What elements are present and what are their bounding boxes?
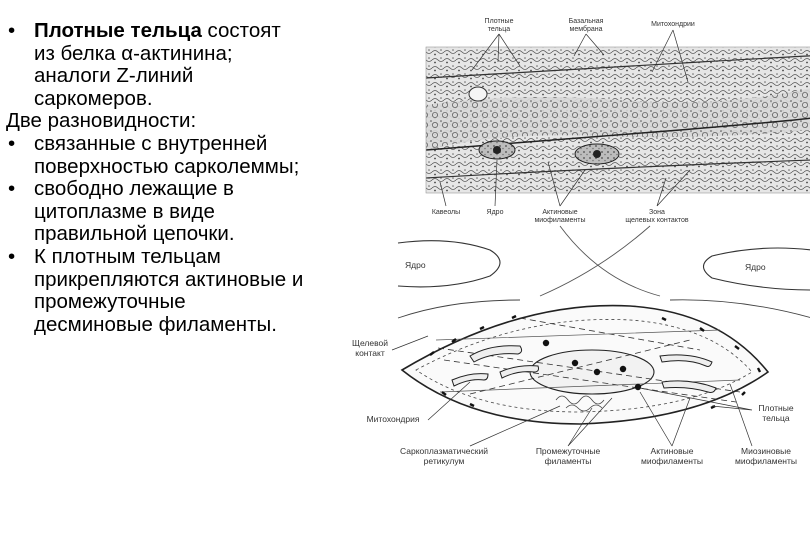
mitochondrion <box>499 365 539 379</box>
cell-inner-outline <box>415 319 753 413</box>
leader-line <box>567 397 613 447</box>
label-nucleus: Ядро <box>487 209 504 216</box>
bullet-text: десминовые филаменты. <box>34 312 277 336</box>
slide-text: • Плотные тельца состоят из белка α-акти… <box>6 19 351 336</box>
mitochondrion <box>451 373 489 387</box>
bullet-text: поверхностью сарколеммы; <box>34 154 300 178</box>
subheading-varieties: Две разновидности: <box>6 109 197 133</box>
label-actin-myofilaments: миофиламенты <box>641 456 703 466</box>
leader-line <box>639 387 753 411</box>
bullet-text: свободно лежащие в <box>34 177 234 201</box>
label-gap-contact: Щелевой <box>352 338 388 348</box>
bullet-text: связанные с внутренней <box>34 131 268 155</box>
leader-line <box>656 169 691 207</box>
dense-body <box>619 365 627 373</box>
mitochondria-group <box>451 345 717 393</box>
bullet-free-lying: • свободно лежащие в цитоплазме в виде п… <box>6 177 351 246</box>
label-myosin-myofilaments: миофиламенты <box>735 456 797 466</box>
dense-body <box>542 339 550 347</box>
leader-line <box>427 381 471 421</box>
bullet-filaments: • К плотным тельцам прикрепляются актино… <box>6 244 351 336</box>
membrane-dense-bodies <box>429 314 762 410</box>
neighbor-cell-left <box>397 240 501 288</box>
sarcoplasmic-reticulum <box>555 395 605 412</box>
label-actin-myofilaments: миофиламенты <box>534 217 585 224</box>
bullet-text: из белка α-актинина; <box>34 41 233 65</box>
leader-line <box>439 181 447 207</box>
smooth-muscle-cell-diagram: Ядро Ядро <box>352 225 810 466</box>
dense-body <box>593 368 601 376</box>
mitochondrion <box>661 380 717 393</box>
bullet-text: правильной цепочки. <box>34 222 235 246</box>
label-gap-junction-zone: щелевых контактов <box>625 217 689 224</box>
actin-filament-bundle <box>437 317 741 403</box>
label-myosin-myofilaments: Миозиновые <box>741 446 791 456</box>
label-basal-membrane: Базальная <box>569 18 604 25</box>
nucleolus <box>493 146 501 154</box>
adjacent-cell-outline <box>669 299 810 318</box>
label-intermediate-filaments: филаменты <box>545 456 592 466</box>
label-nucleus-left: Ядро <box>405 260 426 270</box>
cell-membrane-line <box>425 159 810 179</box>
leader-line <box>469 405 561 447</box>
adjacent-cell-outline <box>397 299 521 319</box>
label-nucleus-right: Ядро <box>745 262 766 272</box>
vacuole-shape <box>468 86 488 102</box>
bullet-text: состоят <box>201 19 281 42</box>
micrograph-cell-band <box>426 88 810 150</box>
bullet-text: саркомеров. <box>34 86 153 110</box>
leader-line <box>471 33 521 71</box>
label-dense-bodies: тельца <box>762 413 789 423</box>
label-mitochondria: Митохондрии <box>651 21 695 28</box>
label-sarcoplasmic-reticulum: Саркоплазматический <box>400 446 488 456</box>
leader-line <box>391 335 429 351</box>
label-actin-myofilaments: Актиновые <box>542 209 577 216</box>
label-sarcoplasmic-reticulum: ретикулум <box>424 456 465 466</box>
leader-line <box>729 383 753 447</box>
mitochondrion <box>659 354 713 367</box>
label-intermediate-filaments: Промежуточные <box>536 446 601 456</box>
leader-line <box>494 159 498 207</box>
dense-body <box>571 359 579 367</box>
dense-bodies-term: Плотные тельца <box>34 19 202 42</box>
label-gap-contact: контакт <box>355 348 385 358</box>
leader-line <box>547 161 586 207</box>
micrograph-border <box>425 46 810 194</box>
bullet-text: цитоплазме в виде <box>34 199 215 223</box>
leader-line <box>573 33 605 57</box>
label-dense-bodies: тельца <box>488 26 511 33</box>
label-caveolae: Кавеолы <box>432 209 460 216</box>
bullet-dense-bodies: • Плотные тельца состоят из белка α-акти… <box>6 19 351 110</box>
label-actin-myofilaments: Актиновые <box>651 446 694 456</box>
dense-body <box>634 383 642 391</box>
leader-line <box>639 391 691 447</box>
nucleolus <box>593 150 601 158</box>
label-gap-junction-zone: Зона <box>649 209 665 216</box>
bullet-text: К плотным тельцам <box>34 244 221 268</box>
label-dense-bodies: Плотные <box>485 18 514 25</box>
bullet-marker: • <box>8 131 16 155</box>
bullet-marker: • <box>8 19 16 42</box>
bullet-text: промежуточные <box>34 290 186 314</box>
label-dense-bodies: Плотные <box>758 403 793 413</box>
leader-line <box>651 29 689 83</box>
bullet-membrane-bound: • связанные с внутренней поверхностью са… <box>6 131 351 178</box>
bullet-marker: • <box>8 177 16 201</box>
mitochondrion <box>469 345 523 363</box>
bullet-text: аналоги Z-линий <box>34 64 194 88</box>
electron-micrograph: Плотные тельца Базальная мембрана Митохо… <box>425 18 810 224</box>
bullet-text: прикрепляются актиновые и <box>34 267 304 291</box>
label-mitochondrion: Митохондрия <box>367 414 420 424</box>
bullet-marker: • <box>8 244 16 268</box>
label-basal-membrane: мембрана <box>570 25 603 33</box>
neighbor-cell-right <box>702 247 810 291</box>
projection-line <box>539 225 661 297</box>
cell-membrane-line <box>425 55 810 79</box>
